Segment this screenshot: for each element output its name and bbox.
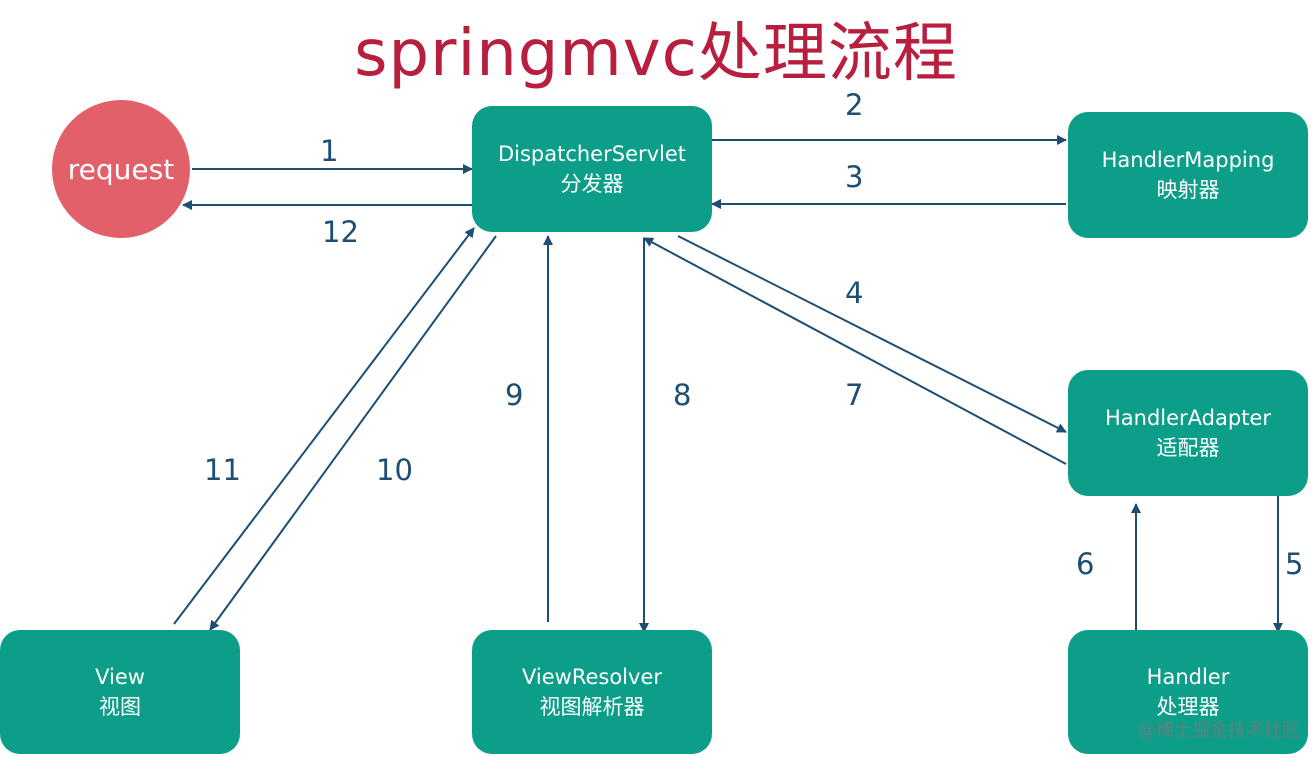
diagram-title: springmvc处理流程 [354, 17, 958, 91]
step-label-5: 5 [1285, 547, 1304, 581]
view-node: View 视图 [0, 630, 240, 754]
view-resolver-sub: 视图解析器 [539, 695, 645, 719]
step-label-8: 8 [673, 378, 692, 412]
handler-adapter-node: HandlerAdapter 适配器 [1068, 370, 1308, 496]
arrow-11 [173, 227, 475, 625]
handler-sub: 处理器 [1156, 695, 1220, 719]
view-sub: 视图 [99, 695, 141, 719]
handler-adapter-name: HandlerAdapter [1104, 406, 1271, 430]
arrow-7 [643, 237, 1067, 465]
step-label-2: 2 [845, 88, 864, 122]
handler-adapter-sub: 适配器 [1156, 436, 1220, 460]
dispatcher-servlet-name: DispatcherServlet [497, 142, 687, 166]
request-node: request [52, 100, 190, 238]
arrow-10 [209, 235, 497, 631]
view-resolver-node: ViewResolver 视图解析器 [472, 630, 712, 754]
step-label-12: 12 [322, 215, 359, 249]
view-name: View [95, 665, 145, 689]
arrow-4 [677, 235, 1067, 433]
handler-name: Handler [1146, 665, 1230, 689]
step-label-4: 4 [845, 276, 864, 310]
handler-mapping-sub: 映射器 [1156, 178, 1220, 202]
step-label-11: 11 [204, 453, 241, 487]
step-label-6: 6 [1076, 547, 1095, 581]
step-label-3: 3 [845, 160, 864, 194]
step-label-7: 7 [845, 378, 864, 412]
handler-mapping-name: HandlerMapping [1101, 148, 1275, 172]
dispatcher-servlet-sub: 分发器 [560, 172, 624, 196]
handler-node: Handler 处理器 [1068, 630, 1308, 754]
watermark: @稀土掘金技术社区 [1138, 720, 1300, 741]
view-resolver-name: ViewResolver [521, 665, 662, 689]
step-label-1: 1 [320, 134, 339, 168]
dispatcher-servlet-node: DispatcherServlet 分发器 [472, 106, 712, 232]
step-label-9: 9 [505, 378, 524, 412]
step-label-10: 10 [376, 453, 413, 487]
handler-mapping-node: HandlerMapping 映射器 [1068, 112, 1308, 238]
